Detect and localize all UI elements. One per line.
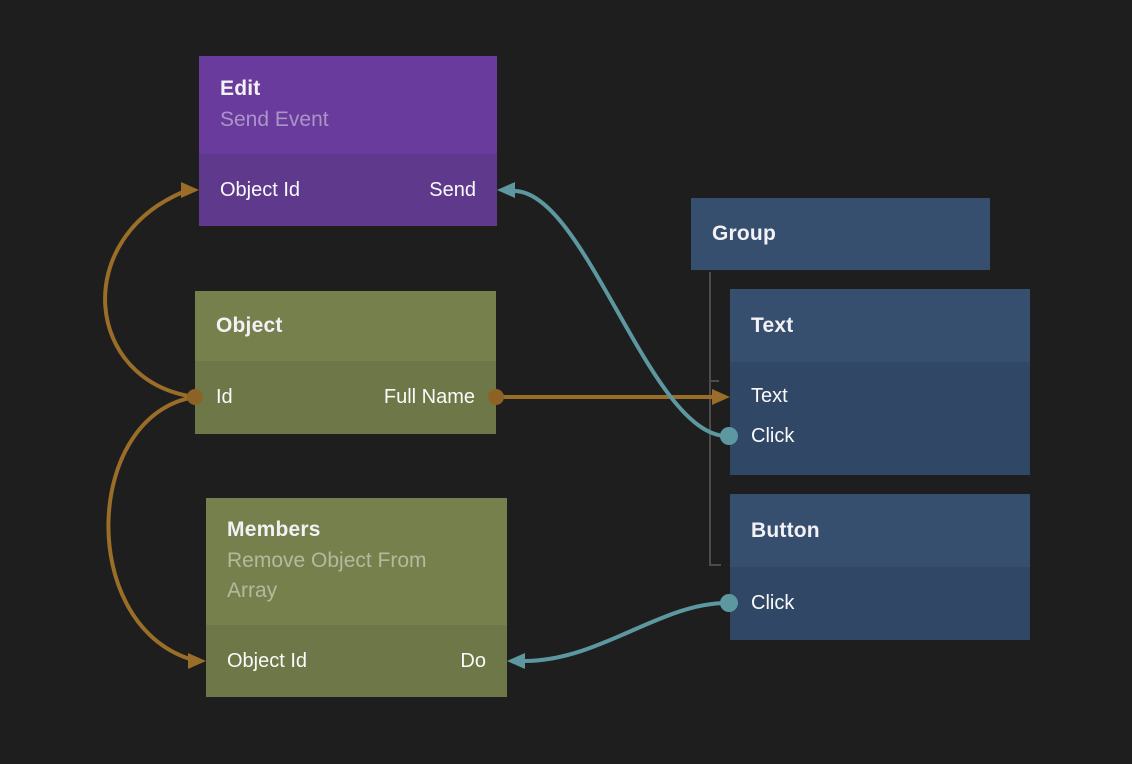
node-object[interactable]: Object Id Full Name [195,291,496,434]
wire-button-click-to-members-do[interactable] [522,601,729,663]
group-tree-connector [709,272,721,566]
node-button-header: Button [730,494,1030,567]
node-edit-title: Edit [220,76,261,100]
arrowhead-text-text [712,389,730,405]
wire-object-id-to-members-object-id[interactable] [106,395,197,661]
node-group[interactable]: Group [691,198,990,270]
node-edit-ports: Object Id Send [199,154,497,226]
arrowhead-members-do [507,653,525,669]
node-text-header: Text [730,289,1030,362]
arrowhead-edit-object-id [181,182,199,198]
node-text-title: Text [751,313,794,337]
node-group-title: Group [712,222,776,245]
node-object-title: Object [216,314,283,337]
node-object-ports: Id Full Name [195,361,496,434]
arrowhead-edit-send [497,182,515,198]
node-members-title: Members [227,518,321,541]
port-members-do[interactable]: Do [460,649,486,672]
node-members-header: Members Remove Object From Array [206,498,507,625]
node-edit-subtitle: Send Event [220,107,329,131]
port-object-id[interactable]: Id [216,386,233,408]
port-edit-send[interactable]: Send [429,178,476,201]
port-text-click[interactable]: Click [751,424,795,447]
port-text-text[interactable]: Text [751,384,788,407]
arrowhead-members-object-id [188,653,206,669]
node-members-subtitle: Remove Object From Array [227,549,427,602]
port-members-object-id[interactable]: Object Id [227,649,308,672]
node-text[interactable]: Text Text Click [730,289,1030,475]
node-members[interactable]: Members Remove Object From Array Object … [206,498,507,697]
node-button-ports: Click [730,567,1030,640]
port-button-click[interactable]: Click [751,592,795,614]
node-text-ports: Text Click [730,362,1030,475]
port-object-full-name[interactable]: Full Name [383,386,475,408]
node-members-ports: Object Id Do [206,625,507,697]
node-object-header: Object [195,291,496,361]
node-button-title: Button [751,518,820,542]
port-edit-object-id[interactable]: Object Id [220,178,301,201]
wire-object-id-to-edit-object-id[interactable] [103,190,197,399]
node-button[interactable]: Button Click [730,494,1030,640]
node-edit-header: Edit Send Event [199,56,497,154]
node-edit[interactable]: Edit Send Event Object Id Send [199,56,497,226]
